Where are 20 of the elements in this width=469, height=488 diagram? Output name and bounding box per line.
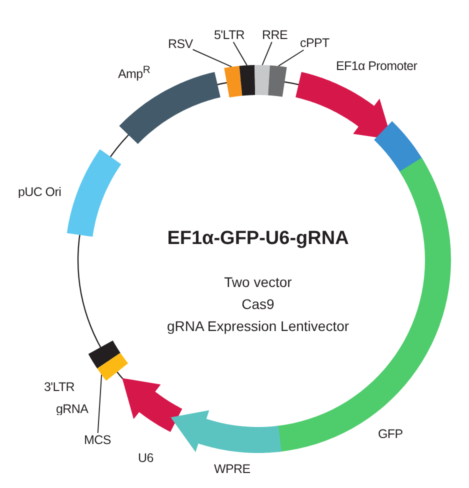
feature-label: GFP xyxy=(378,427,403,440)
feature-label: cPPT xyxy=(300,36,330,49)
feature-label: MCS xyxy=(84,433,111,446)
feature-label: WPRE xyxy=(214,462,250,475)
leader-line xyxy=(262,42,272,66)
leader-line xyxy=(232,42,248,66)
leader-line xyxy=(278,50,304,67)
subtitle-text: gRNA Expression Lentivector xyxy=(166,318,350,334)
leader-line xyxy=(192,49,232,68)
feature-label: 5'LTR xyxy=(214,28,245,41)
feature-label: Amp$^{R}$ xyxy=(118,64,150,81)
feature-label: EF1α Promoter xyxy=(336,59,418,72)
feature-label: 3'LTR xyxy=(44,380,75,393)
subtitle-text: Cas9 xyxy=(240,296,276,312)
feature-label: U6 xyxy=(138,451,154,464)
leader-line xyxy=(97,374,102,434)
plasmid-title: EF1α-GFP-U6-gRNA xyxy=(166,228,350,250)
subtitle-text: Two vector xyxy=(223,274,293,290)
feature-label: RSV xyxy=(168,37,193,50)
feature-label: RRE xyxy=(262,28,288,41)
